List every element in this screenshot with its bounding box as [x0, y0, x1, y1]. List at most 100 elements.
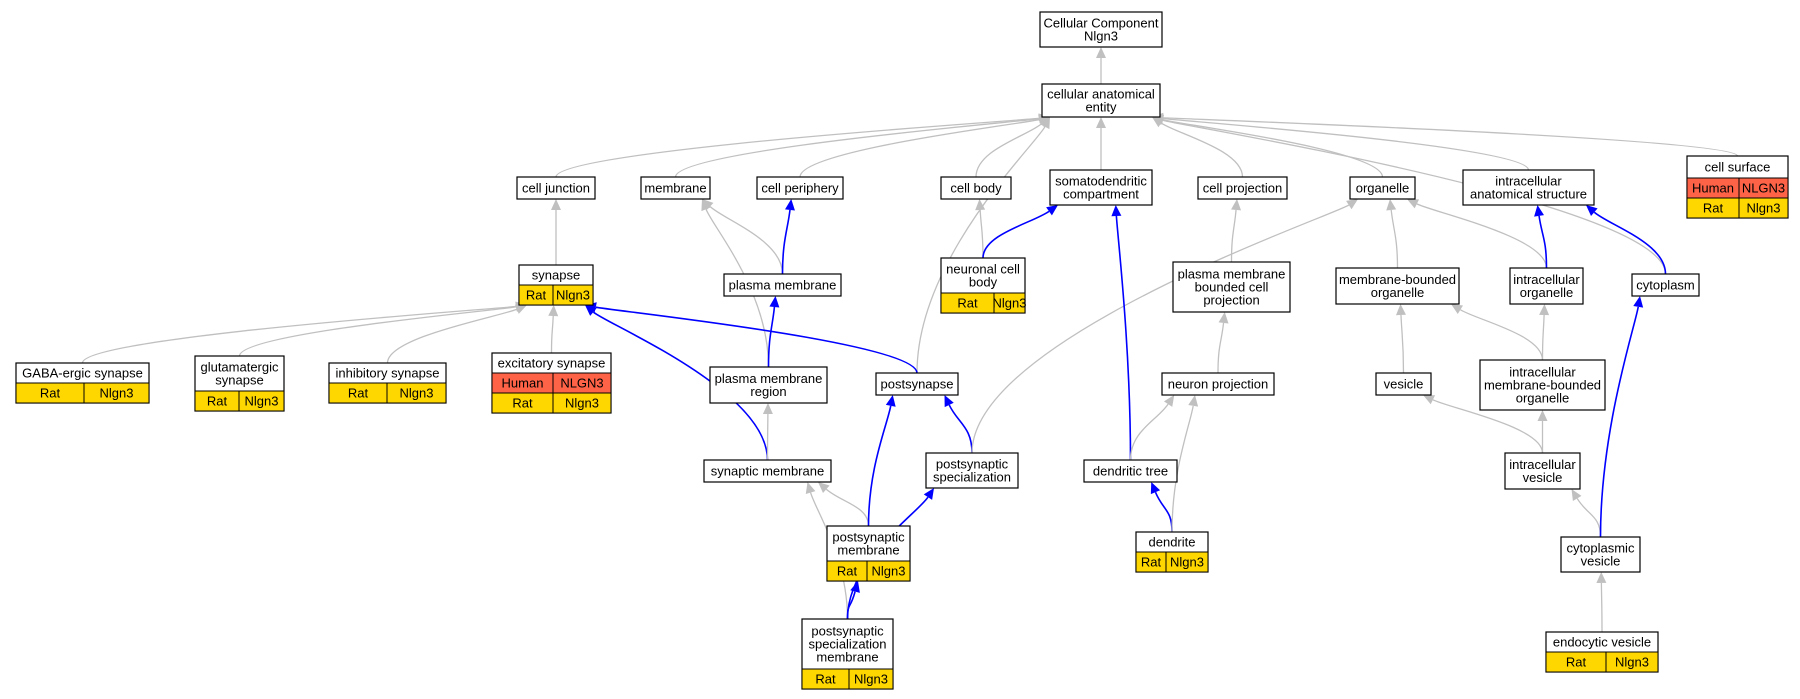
- edge-plasma-membrane-to-membrane: [702, 199, 784, 275]
- term-label-line: cellular anatomical: [1047, 87, 1155, 102]
- species-cell: Rat: [826, 560, 868, 582]
- species-label: Rat: [207, 394, 228, 409]
- gene-cell: NLGN3: [1738, 177, 1789, 199]
- edge-line: [1593, 211, 1667, 275]
- term-label-line: cell projection: [1203, 181, 1283, 196]
- arrowhead: [1096, 117, 1106, 128]
- edge-membrane-to-cae: [674, 113, 1050, 178]
- term-box: [1504, 452, 1581, 490]
- edge-line: [1162, 117, 1739, 157]
- term-label-line: intracellular: [1509, 365, 1576, 380]
- term-label-line: excitatory synapse: [498, 356, 606, 371]
- term-box: [875, 372, 959, 396]
- edge-layer: [81, 47, 1739, 633]
- arrowhead: [1046, 205, 1058, 216]
- arrowhead: [1188, 395, 1199, 407]
- term-label-line: cell body: [950, 181, 1002, 196]
- term-box: [516, 176, 596, 200]
- edge-line: [1154, 491, 1173, 533]
- term-dendritic-tree[interactable]: dendritic tree: [1083, 459, 1178, 483]
- edge-line: [550, 315, 554, 354]
- term-label-line: Cellular Component: [1044, 16, 1159, 31]
- arrowhead: [944, 395, 954, 408]
- edge-endocytic-vesicle-to-cytoplasmic-vesicle: [1596, 572, 1607, 633]
- term-label-line: organelle: [1520, 285, 1574, 300]
- term-cytoplasm[interactable]: cytoplasm: [1631, 273, 1700, 297]
- gene-label: Nlgn3: [1615, 655, 1649, 670]
- term-box: [703, 459, 832, 483]
- edge-line: [81, 305, 517, 364]
- term-neuron-projection[interactable]: neuron projection: [1161, 372, 1275, 396]
- term-label-line: neuronal cell: [946, 262, 1020, 277]
- edge-postsynaptic-membrane-to-synaptic-membrane: [818, 482, 870, 527]
- edge-intracellular-anat-to-cae: [1152, 113, 1530, 171]
- arrowhead: [762, 403, 773, 415]
- term-synaptic-membrane[interactable]: synaptic membrane: [703, 459, 832, 483]
- term-box: [756, 176, 844, 200]
- edge-dendrite-to-dendritic-tree: [1150, 482, 1173, 533]
- term-label-line: specialization: [933, 470, 1011, 485]
- term-vesicle[interactable]: vesicle: [1375, 372, 1432, 396]
- term-label-line: intracellular: [1509, 457, 1576, 472]
- term-label-line: neuron projection: [1168, 377, 1268, 392]
- term-cell-periphery[interactable]: cell periphery: [756, 176, 844, 200]
- term-box: [1083, 459, 1178, 483]
- term-label-line: synapse: [215, 373, 263, 388]
- term-box: [1197, 176, 1288, 200]
- arrowhead: [1407, 199, 1420, 209]
- term-label-line: membrane: [816, 650, 878, 665]
- species-cell: Rat: [801, 668, 850, 690]
- arrowhead: [1395, 304, 1406, 316]
- term-label-line: cell surface: [1705, 160, 1771, 175]
- edge-line: [799, 118, 1040, 178]
- edge-synaptic-membrane-to-synapse: [585, 305, 769, 461]
- term-label-line: somatodendritic: [1055, 174, 1147, 189]
- term-plasma-membrane[interactable]: plasma membrane: [723, 273, 842, 297]
- term-box: [723, 273, 842, 297]
- term-label-line: organelle: [1516, 391, 1570, 406]
- term-label-line: postsynaptic: [832, 530, 905, 545]
- arrowhead: [1571, 489, 1582, 502]
- gene-cell: Nlgn3: [386, 382, 447, 404]
- species-label: Rat: [512, 396, 533, 411]
- term-cell-projection[interactable]: cell projection: [1197, 176, 1288, 200]
- term-label-line: vesicle: [1384, 377, 1424, 392]
- term-membrane[interactable]: membrane: [640, 176, 711, 200]
- edge-line: [1160, 122, 1244, 178]
- edge-line: [592, 311, 769, 461]
- term-cell-junction[interactable]: cell junction: [516, 176, 596, 200]
- term-organelle[interactable]: organelle: [1349, 176, 1416, 200]
- term-postsynapse[interactable]: postsynapse: [875, 372, 959, 396]
- edge-line: [1162, 119, 1384, 178]
- term-box: [940, 176, 1012, 200]
- edge-plasma-membrane-to-cell-periphery: [781, 199, 795, 275]
- species-label: Rat: [837, 564, 858, 579]
- edge-postsynapse-to-synapse: [585, 302, 918, 374]
- term-label-line: vesicle: [1581, 554, 1621, 569]
- term-box: [1560, 536, 1641, 573]
- term-cell-body[interactable]: cell body: [940, 176, 1012, 200]
